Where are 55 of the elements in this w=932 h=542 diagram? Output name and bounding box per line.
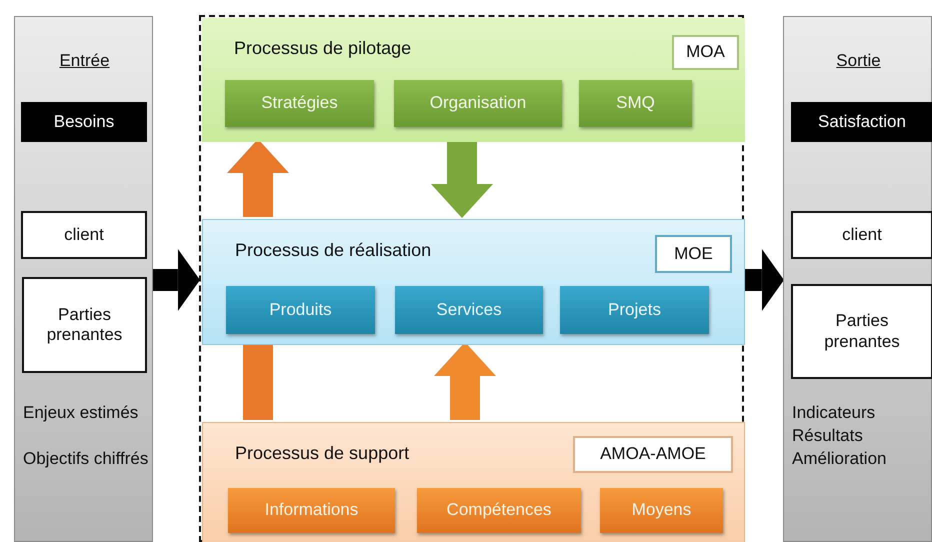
process-box	[417, 488, 581, 533]
box-label: Services	[435, 298, 503, 321]
box-label: client	[841, 224, 883, 246]
box-label: Stratégies	[260, 92, 339, 114]
box-label: Satisfaction	[817, 110, 907, 133]
column-panel	[783, 16, 932, 542]
process-band	[202, 18, 745, 142]
label-box	[21, 211, 147, 259]
block-arrow	[153, 249, 200, 311]
role-label: AMOA-AMOE	[599, 443, 707, 466]
box-label: Besoins	[52, 110, 116, 133]
role-label: MOE	[673, 242, 714, 265]
process-box	[394, 80, 562, 127]
box-label: Moyens	[630, 499, 692, 522]
note-text: Objectifs chiffrés	[23, 449, 150, 470]
column-heading: Sortie	[835, 51, 882, 72]
dashed-frame	[199, 15, 744, 542]
process-box	[600, 488, 723, 533]
label-box	[21, 102, 147, 142]
label-box	[791, 284, 932, 379]
role-tag	[672, 35, 739, 70]
box-label: Projets	[607, 298, 662, 321]
process-box	[226, 286, 375, 334]
box-label: Organisation	[428, 92, 528, 114]
process-band	[202, 422, 745, 542]
box-label: Parties prenantes	[46, 304, 124, 346]
label-box	[791, 211, 932, 259]
role-tag	[573, 436, 733, 473]
box-label: SMQ	[615, 92, 656, 114]
label-box	[22, 277, 147, 373]
column-heading: Entrée	[58, 51, 111, 72]
role-label: MOA	[685, 41, 726, 64]
note-text: Indicateurs	[792, 403, 876, 424]
note-text: Enjeux estimés	[23, 403, 140, 424]
process-band	[202, 219, 745, 345]
role-tag	[655, 235, 732, 273]
block-arrow	[431, 140, 493, 218]
process-box	[560, 286, 709, 334]
box-label: Informations	[264, 499, 360, 522]
process-box	[228, 488, 395, 533]
note-text: Résultats	[792, 426, 864, 446]
note-text: Amélioration	[792, 449, 888, 470]
block-arrow	[744, 249, 784, 311]
label-box	[791, 102, 932, 142]
box-label: Produits	[268, 298, 333, 321]
process-box	[579, 80, 692, 127]
column-panel	[14, 16, 153, 542]
box-label: Parties prenantes	[823, 310, 901, 352]
process-box	[395, 286, 543, 334]
band-title: Processus de support	[235, 443, 410, 465]
band-title: Processus de pilotage	[234, 38, 412, 60]
box-label: Compétences	[446, 499, 552, 522]
box-label: client	[63, 224, 105, 246]
process-box	[225, 80, 374, 127]
band-title: Processus de réalisation	[235, 240, 432, 262]
